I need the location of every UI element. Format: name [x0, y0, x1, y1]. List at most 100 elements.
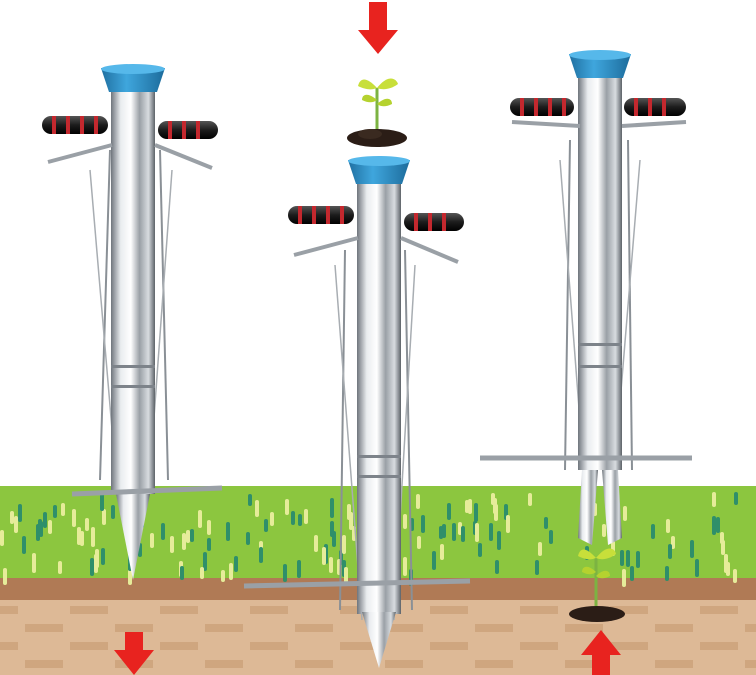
grass-dash: [330, 521, 334, 537]
grass-dash: [304, 509, 308, 524]
grass-dash: [58, 561, 62, 574]
grass-dash: [733, 569, 737, 583]
grass-dash: [255, 500, 259, 517]
grass-dash: [101, 548, 105, 565]
grass-dash: [285, 499, 289, 515]
grass-dash: [100, 493, 104, 511]
grass-dash: [690, 540, 694, 558]
grass-dash: [85, 518, 89, 531]
soil-brick: [475, 660, 513, 668]
arrow-down-icon: [358, 2, 398, 54]
grass-dash: [259, 547, 263, 563]
grass-dash: [283, 564, 287, 582]
grass-dash: [668, 544, 672, 559]
grass-dash: [623, 506, 627, 521]
handle-right: [624, 98, 686, 116]
soil-brick: [295, 660, 333, 668]
grass-dash: [330, 498, 334, 518]
grass-dash: [0, 530, 4, 546]
soil-brick: [25, 660, 63, 668]
grass-dash: [207, 538, 211, 551]
grass-dash: [497, 531, 501, 550]
grass-dash: [478, 543, 482, 557]
soil-brick: [385, 624, 423, 632]
grass-dash: [695, 559, 699, 577]
grass-dash: [626, 550, 630, 567]
grass-dash: [535, 560, 539, 575]
arrow-down-icon: [114, 632, 154, 675]
funnel-cap: [101, 68, 165, 92]
grass-dash: [666, 519, 670, 533]
grass-dash: [665, 566, 669, 581]
grass-dash: [495, 560, 499, 574]
grass-dash: [630, 566, 634, 581]
grass-dash: [234, 556, 238, 572]
grass-dash: [712, 516, 716, 535]
arrow-up-icon: [581, 630, 621, 675]
grass-dash: [200, 567, 204, 579]
grass-dash: [270, 512, 274, 526]
grass-dash: [465, 500, 469, 513]
soil-brick: [565, 624, 603, 632]
seedling-with-soil-planted: [569, 548, 625, 622]
grass-dash: [14, 516, 18, 533]
soil-brick: [385, 660, 423, 668]
grass-dash: [48, 520, 52, 534]
grass-dash: [440, 544, 444, 560]
soil-brick: [610, 606, 648, 614]
transplanter-tool-releasing: [480, 50, 692, 545]
grass-dash: [229, 563, 233, 580]
grass-dash: [314, 535, 318, 552]
grass-dash: [432, 551, 436, 570]
handle-left: [288, 206, 354, 224]
grass-dash: [248, 494, 252, 506]
grass-dash: [329, 557, 333, 573]
grass-dash: [602, 524, 606, 537]
seedling-with-soil-top: [347, 78, 407, 147]
grass-dash: [3, 568, 7, 585]
grass-dash: [620, 550, 624, 566]
handle-left: [42, 116, 108, 134]
grass-dash: [150, 533, 154, 548]
grass-dash: [180, 566, 184, 580]
soil-brick: [205, 624, 243, 632]
grass-dash: [32, 553, 36, 573]
grass-dash: [170, 536, 174, 553]
grass-dash: [721, 540, 725, 555]
soil-brick: [160, 642, 198, 650]
soil-brick: [700, 606, 738, 614]
soil-brick: [745, 660, 756, 668]
grass-dash: [190, 529, 194, 542]
grass-dash: [95, 549, 99, 568]
soil-brick: [25, 624, 63, 632]
soil-brick: [655, 624, 693, 632]
grass-dash: [22, 536, 26, 554]
grass-dash: [61, 503, 65, 516]
grass-dash: [18, 504, 22, 522]
grass-dash: [72, 509, 76, 527]
soil-brick: [70, 606, 108, 614]
soil-brick: [520, 606, 558, 614]
beak-left-jaw: [578, 470, 598, 545]
handle-left: [510, 98, 574, 116]
grass-dash: [111, 505, 115, 519]
grass-dash: [53, 505, 57, 518]
grass-dash: [186, 530, 190, 543]
grass-dash: [528, 493, 532, 506]
soil-brick: [565, 660, 603, 668]
grass-dash: [452, 523, 456, 541]
soil-brick: [205, 660, 243, 668]
grass-dash: [622, 569, 626, 587]
soil-brick: [70, 642, 108, 650]
grass-dash: [439, 526, 443, 539]
soil-brick: [520, 642, 558, 650]
soil-brick: [340, 642, 378, 650]
grass-dash: [342, 535, 346, 554]
grass-dash: [264, 519, 268, 532]
soil-brick: [745, 624, 756, 632]
grass-dash: [207, 520, 211, 535]
soil-brick: [160, 606, 198, 614]
grass-dash: [651, 524, 655, 539]
soil-brick: [0, 642, 18, 650]
